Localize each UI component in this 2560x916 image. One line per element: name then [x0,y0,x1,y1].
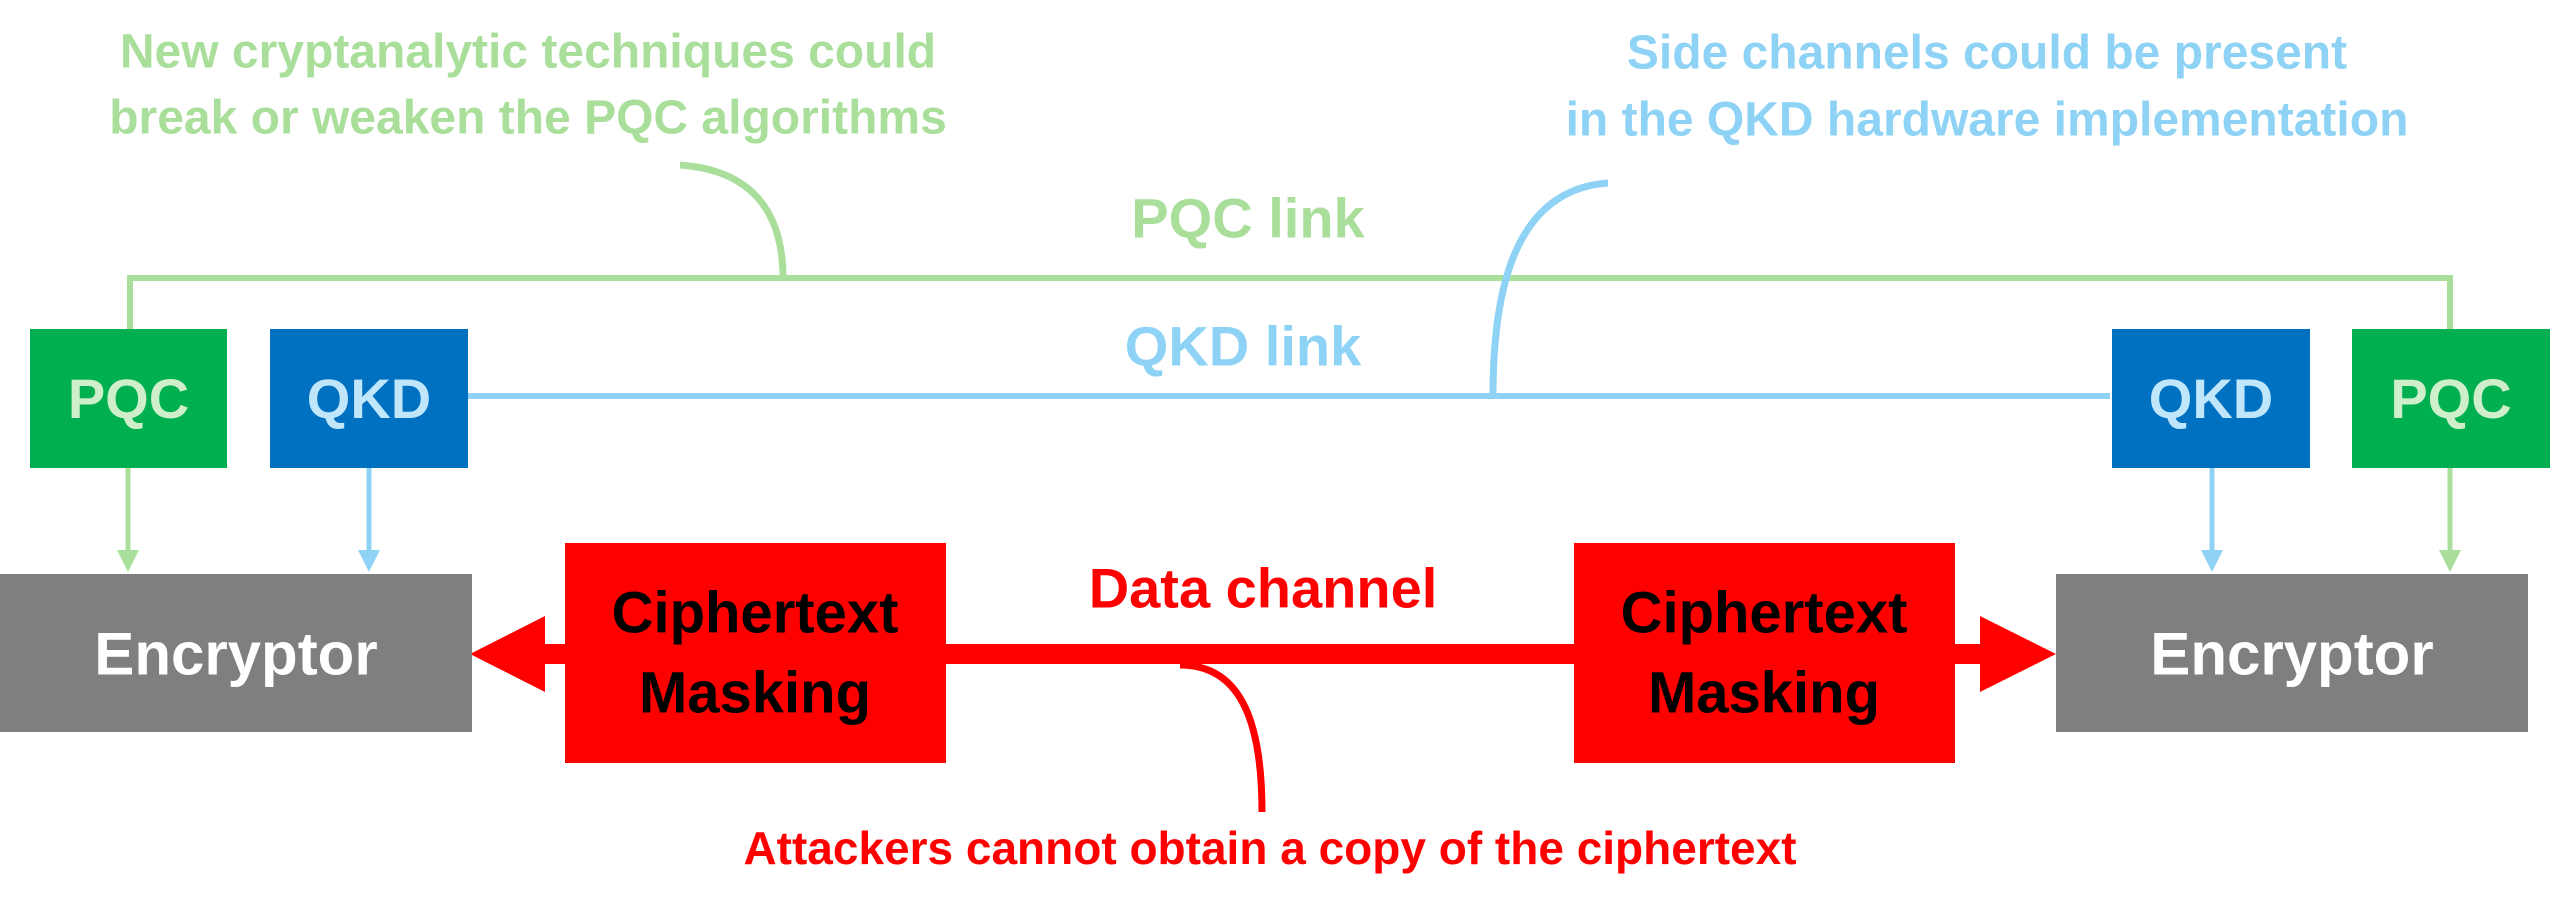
right-qkd-arrowhead [2201,550,2223,572]
attacker-annotation: Attackers cannot obtain a copy of the ci… [743,822,1796,874]
left-qkd-label: QKD [307,367,431,430]
qkd-link-label: QKD link [1125,315,1362,378]
data-channel-label: Data channel [1089,557,1438,620]
left-pqc-label: PQC [68,367,189,430]
left-masking-box: Ciphertext Masking [565,543,946,763]
right-qkd-box: QKD [2112,329,2310,468]
right-pqc-box: PQC [2352,329,2550,468]
pqc-link [127,161,2453,330]
right-pqc-label: PQC [2390,367,2511,430]
left-masking-line-1: Ciphertext [612,581,899,646]
right-encryptor-label: Encryptor [2150,621,2433,688]
left-pqc-box: PQC [30,329,227,468]
pqc-link-line [127,275,2453,330]
right-masking-line-2: Masking [1648,661,1880,726]
pqc-callout-curve [679,161,787,279]
key-feed-arrows [117,468,2461,572]
pqc-risk-line-1: New cryptanalytic techniques could [120,26,936,79]
left-qkd-arrowhead [358,550,380,572]
right-encryptor-box: Encryptor [2056,574,2528,732]
qkd-callout-curve [1489,179,1609,397]
qkd-link [468,179,2110,399]
right-masking-line-1: Ciphertext [1621,581,1908,646]
pqc-risk-line-2: break or weaken the PQC algorithms [109,92,947,145]
right-qkd-label: QKD [2149,367,2273,430]
left-pqc-arrowhead [117,550,139,572]
data-channel-right-arrowhead [1980,616,2056,692]
qkd-risk-line-2: in the QKD hardware implementation [1566,94,2409,147]
left-qkd-box: QKD [270,329,468,468]
pqc-link-label: PQC link [1131,187,1365,250]
data-channel-left-arrowhead [470,616,545,692]
attacker-callout-curve [1179,661,1266,813]
left-encryptor-box: Encryptor [0,574,472,732]
qkd-risk-line-1: Side channels could be present [1627,27,2347,80]
right-pqc-arrowhead [2439,550,2461,572]
left-masking-line-2: Masking [639,661,871,726]
right-masking-box: Ciphertext Masking [1574,543,1955,763]
left-encryptor-label: Encryptor [94,621,377,688]
